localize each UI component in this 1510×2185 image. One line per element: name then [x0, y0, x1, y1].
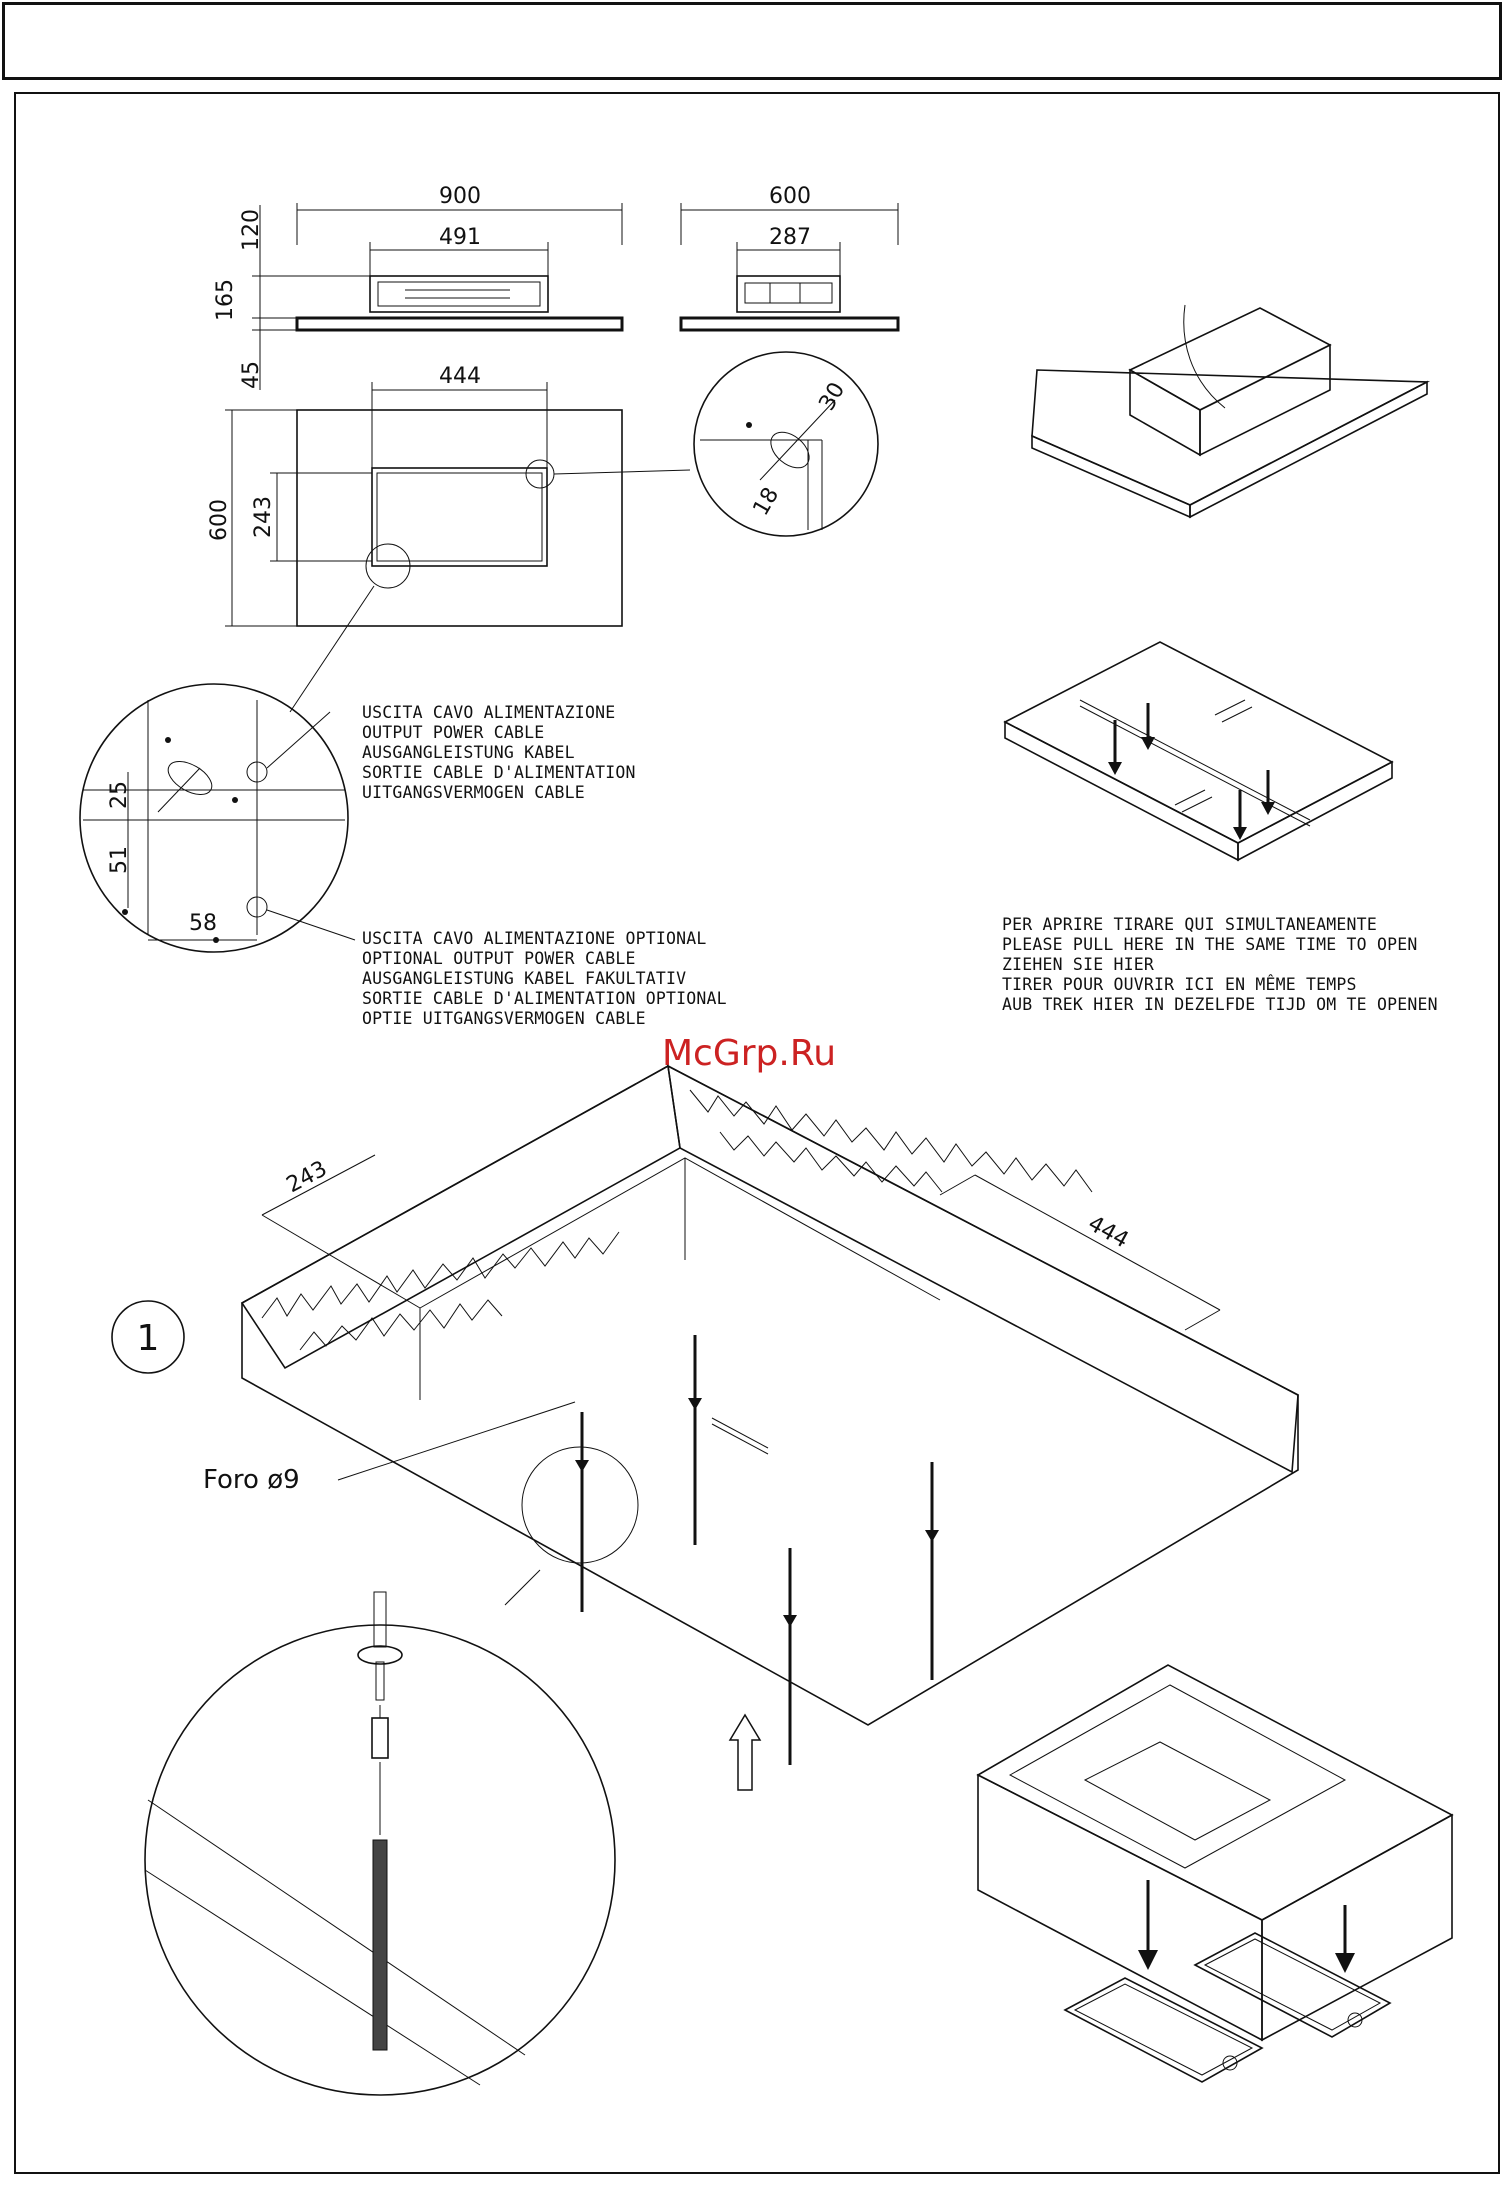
hole-label: Foro ø9: [203, 1465, 300, 1495]
open-instructions: PER APRIRE TIRARE QUI SIMULTANEAMENTE PL…: [1002, 915, 1438, 1014]
dim-height-mid: 165: [213, 279, 238, 321]
dim-plan-inner-height: 243: [251, 496, 276, 538]
watermark-text: McGrp.Ru: [662, 1033, 836, 1074]
header-box: [2, 2, 1502, 80]
output-cable-label-4: SORTIE CABLE D'ALIMENTATION: [362, 763, 636, 782]
step-number: 1: [137, 1318, 160, 1359]
optional-cable-label-3: AUSGANGLEISTUNG KABEL FAKULTATIV: [362, 969, 686, 988]
front-elevation: 900 491 120 165 45: [213, 184, 624, 390]
output-cable-label-2: OUTPUT POWER CABLE: [362, 723, 544, 742]
dim-side-inner: 287: [769, 225, 811, 250]
dim-detail-58: 58: [189, 911, 217, 936]
open-instruction-1: PER APRIRE TIRARE QUI SIMULTANEAMENTE: [1002, 915, 1377, 934]
step-number-badge: 1: [111, 1300, 185, 1374]
hood-perspective: [1031, 304, 1431, 519]
dim-front-width: 900: [439, 184, 481, 209]
output-cable-labels: USCITA CAVO ALIMENTAZIONE OUTPUT POWER C…: [362, 703, 636, 802]
optional-cable-labels: USCITA CAVO ALIMENTAZIONE OPTIONAL OPTIO…: [362, 929, 727, 1028]
open-instruction-3: ZIEHEN SIE HIER: [1002, 955, 1154, 974]
cable-detail: 25 51 58: [79, 683, 356, 953]
dim-plan-height: 600: [207, 499, 232, 541]
open-hood-diagram: [976, 1664, 1454, 2083]
output-cable-label-3: AUSGANGLEISTUNG KABEL: [362, 743, 575, 762]
open-instruction-5: AUB TREK HIER IN DEZELFDE TIJD OM TE OPE…: [1002, 995, 1438, 1014]
dim-detail-25: 25: [107, 781, 132, 809]
corner-detail: 30 18: [693, 351, 879, 537]
output-cable-label-5: UITGANGSVERMOGEN CABLE: [362, 783, 585, 802]
side-elevation: 600 287: [679, 184, 900, 332]
dim-plan-inner-width: 444: [439, 364, 481, 389]
dim-detail-51: 51: [107, 846, 132, 874]
dim-front-inner: 491: [439, 225, 481, 250]
dim-detail-30: 30: [815, 378, 851, 415]
dim-side-width: 600: [769, 184, 811, 209]
optional-cable-label-1: USCITA CAVO ALIMENTAZIONE OPTIONAL: [362, 929, 707, 948]
dim-height-top: 120: [239, 209, 264, 251]
open-instruction-4: TIRER POUR OUVRIR ICI EN MÊME TEMPS: [1002, 975, 1357, 994]
bolt-detail: [144, 1591, 616, 2096]
dim-detail-18: 18: [749, 483, 785, 520]
optional-cable-label-2: OPTIONAL OUTPUT POWER CABLE: [362, 949, 636, 968]
open-instruction-2: PLEASE PULL HERE IN THE SAME TIME TO OPE…: [1002, 935, 1418, 954]
dim-iso-243: 243: [283, 1156, 332, 1198]
output-cable-label-1: USCITA CAVO ALIMENTAZIONE: [362, 703, 615, 722]
dim-height-bottom: 45: [239, 361, 264, 389]
panel-open-diagram: [1003, 641, 1394, 862]
dim-iso-444: 444: [1084, 1211, 1133, 1253]
ceiling-isometric: 243 444 Foro ø9: [203, 1064, 1299, 1791]
optional-cable-label-5: OPTIE UITGANGSVERMOGEN CABLE: [362, 1009, 646, 1028]
plan-view: 444 243 600: [207, 364, 691, 713]
optional-cable-label-4: SORTIE CABLE D'ALIMENTATION OPTIONAL: [362, 989, 727, 1008]
page-frame: [14, 92, 1500, 2174]
